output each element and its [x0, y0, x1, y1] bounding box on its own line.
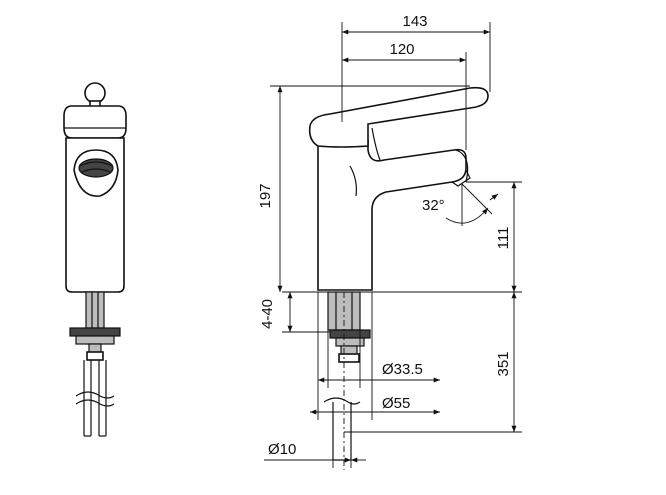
- diameter-symbol: Ø: [268, 441, 280, 458]
- front-view: [63, 82, 127, 437]
- dim-hose-diameter: Ø10: [268, 441, 296, 458]
- dim-base-diameter: Ø55: [382, 395, 410, 412]
- dim-197: 197: [257, 183, 274, 208]
- side-shank: [323, 291, 371, 470]
- dim-143: 143: [402, 13, 427, 30]
- side-body: [317, 139, 467, 291]
- hose-diameter-value: 10: [280, 441, 297, 458]
- side-view: [282, 86, 522, 470]
- handle-cap: [63, 105, 127, 139]
- base-diameter-value: 55: [394, 395, 411, 412]
- dim-351: 351: [495, 351, 512, 376]
- front-shank: [69, 291, 121, 437]
- shank-diameter-value: 33.5: [394, 361, 423, 378]
- dim-111: 111: [495, 227, 512, 250]
- side-handle: [308, 86, 489, 148]
- diameter-symbol: Ø: [382, 361, 394, 378]
- dim-deck-thickness: 4-40: [259, 299, 276, 329]
- dim-120: 120: [389, 41, 414, 58]
- dim-angle: 32°: [422, 197, 445, 214]
- dimension-labels: 143 120 197 111 32° 4-40 351 Ø33.5 Ø55 Ø…: [257, 13, 512, 458]
- dimension-lines: [264, 22, 522, 468]
- diameter-symbol: Ø: [382, 395, 394, 412]
- dim-shank-diameter: Ø33.5: [382, 361, 423, 378]
